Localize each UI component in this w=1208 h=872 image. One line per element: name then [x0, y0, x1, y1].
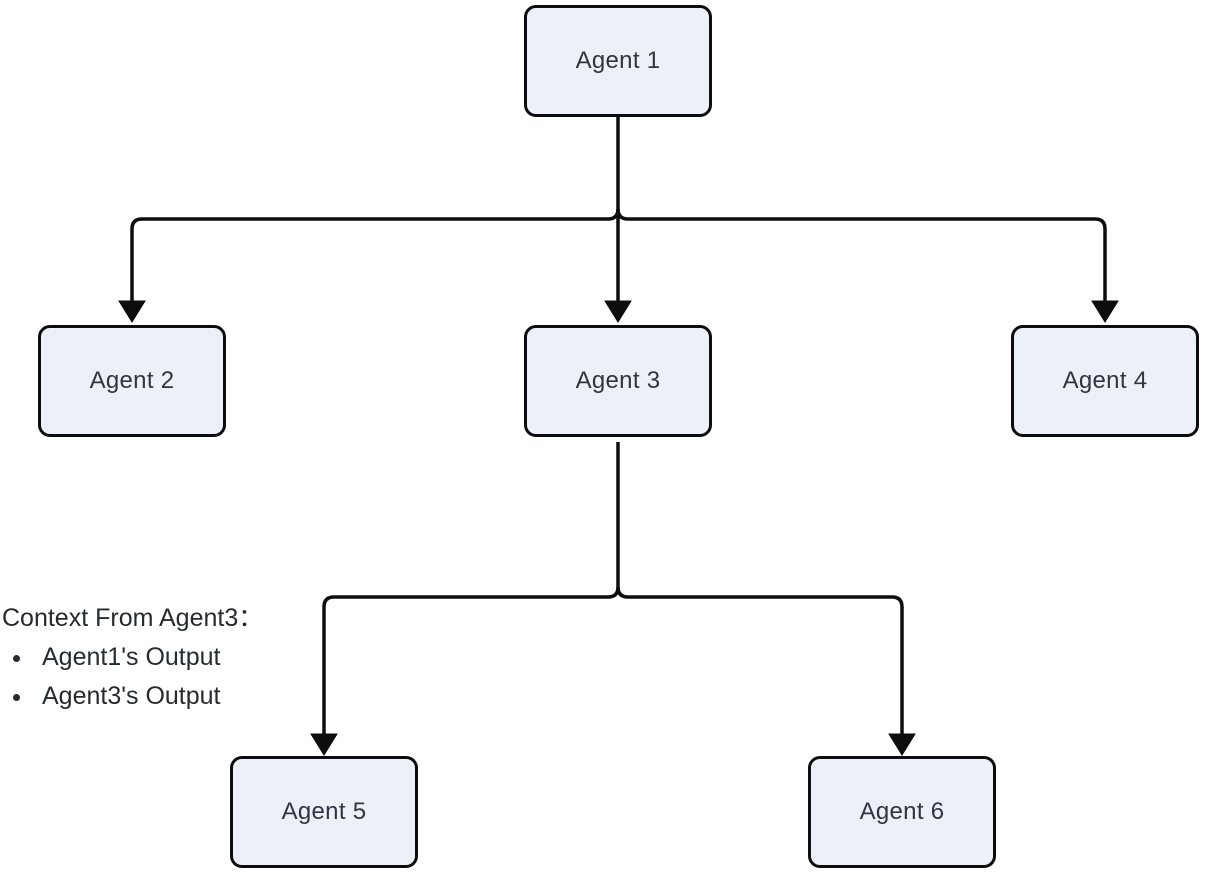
annotation-bullet: Agent1's Output	[34, 638, 263, 677]
annotation-bullet: Agent3's Output	[34, 677, 263, 716]
node-agent-2: Agent 2	[38, 325, 226, 437]
node-agent-1: Agent 1	[524, 5, 712, 117]
annotation-bullet-list: Agent1's Output Agent3's Output	[2, 638, 263, 716]
node-agent-1-label: Agent 1	[575, 47, 661, 74]
node-agent-3-label: Agent 3	[575, 367, 661, 394]
edge-agent3-agent5	[310, 586, 620, 756]
node-agent-3: Agent 3	[524, 325, 712, 437]
node-agent-5-label: Agent 5	[281, 798, 367, 825]
annotation-context-from-agent3: Context From Agent3： Agent1's Output Age…	[2, 599, 263, 716]
node-agent-6: Agent 6	[808, 756, 996, 868]
edge-agent1-agent2	[118, 208, 620, 323]
node-agent-2-label: Agent 2	[89, 367, 175, 394]
edge-agent1-agent4	[616, 208, 1119, 323]
node-agent-6-label: Agent 6	[859, 798, 945, 825]
edge-agent3-agent6	[616, 586, 916, 756]
node-agent-4: Agent 4	[1011, 325, 1199, 437]
annotation-title: Context From Agent3：	[2, 604, 264, 632]
node-agent-5: Agent 5	[230, 756, 418, 868]
node-agent-4-label: Agent 4	[1062, 367, 1148, 394]
